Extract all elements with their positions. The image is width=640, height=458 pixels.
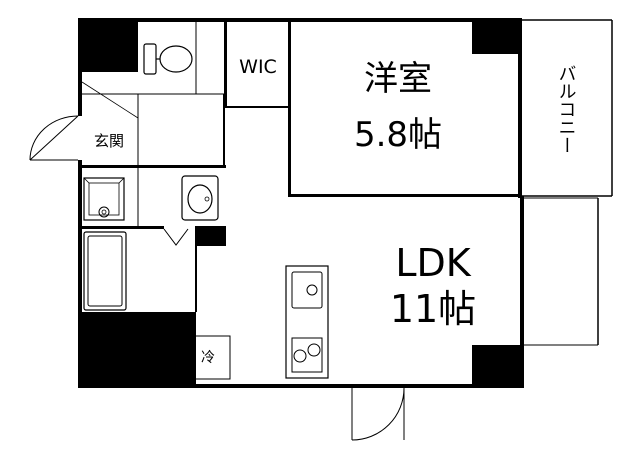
ldk-name: LDK: [395, 241, 471, 285]
balcony-area: [522, 19, 613, 346]
fridge-label: 冷: [201, 350, 215, 366]
washing-machine-icon: [83, 177, 125, 221]
pillars: [78, 18, 524, 388]
toilet-icon: [143, 43, 193, 75]
kitchen-counter: [285, 265, 329, 379]
ldk-door: [351, 387, 405, 441]
bathtub-icon: [83, 231, 127, 311]
balcony-label: バルコニー: [556, 64, 577, 154]
western-room-name: 洋室: [364, 59, 432, 99]
wash-basin-icon: [181, 175, 219, 221]
entrance-label: 玄関: [94, 132, 124, 150]
entrance-door: [29, 81, 139, 161]
wic-label: WIC: [239, 56, 277, 78]
western-room-size: 5.8帖: [354, 115, 442, 155]
interior-walls: [78, 18, 520, 380]
bath-door-icon: [163, 228, 189, 246]
ldk-size: 11帖: [390, 287, 476, 331]
